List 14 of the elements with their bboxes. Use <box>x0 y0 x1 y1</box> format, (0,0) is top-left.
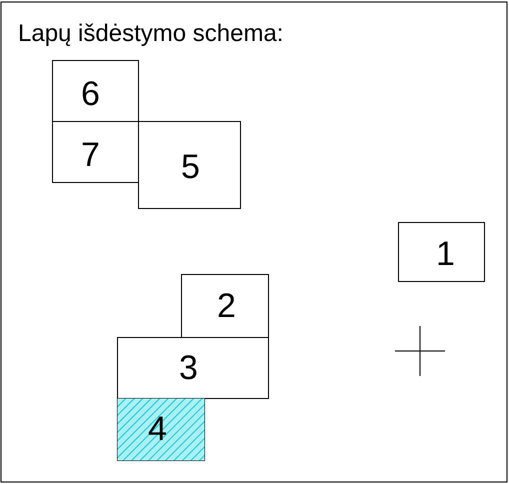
sheet-number: 7 <box>81 138 100 172</box>
sheet-box <box>117 337 269 399</box>
sheet-number: 6 <box>81 77 100 111</box>
sheet-box <box>398 222 485 282</box>
hatched-sheet-box <box>117 398 205 461</box>
title: Lapų išdėstymo schema: <box>18 20 284 48</box>
sheet-box <box>52 60 139 122</box>
sheet-number: 1 <box>436 237 455 271</box>
sheet-number: 2 <box>217 289 236 323</box>
sheet-box <box>181 274 269 338</box>
sheet-number: 5 <box>181 150 200 184</box>
sheet-number: 3 <box>179 351 198 385</box>
sheet-box <box>138 121 241 209</box>
sheet-box <box>52 121 139 183</box>
